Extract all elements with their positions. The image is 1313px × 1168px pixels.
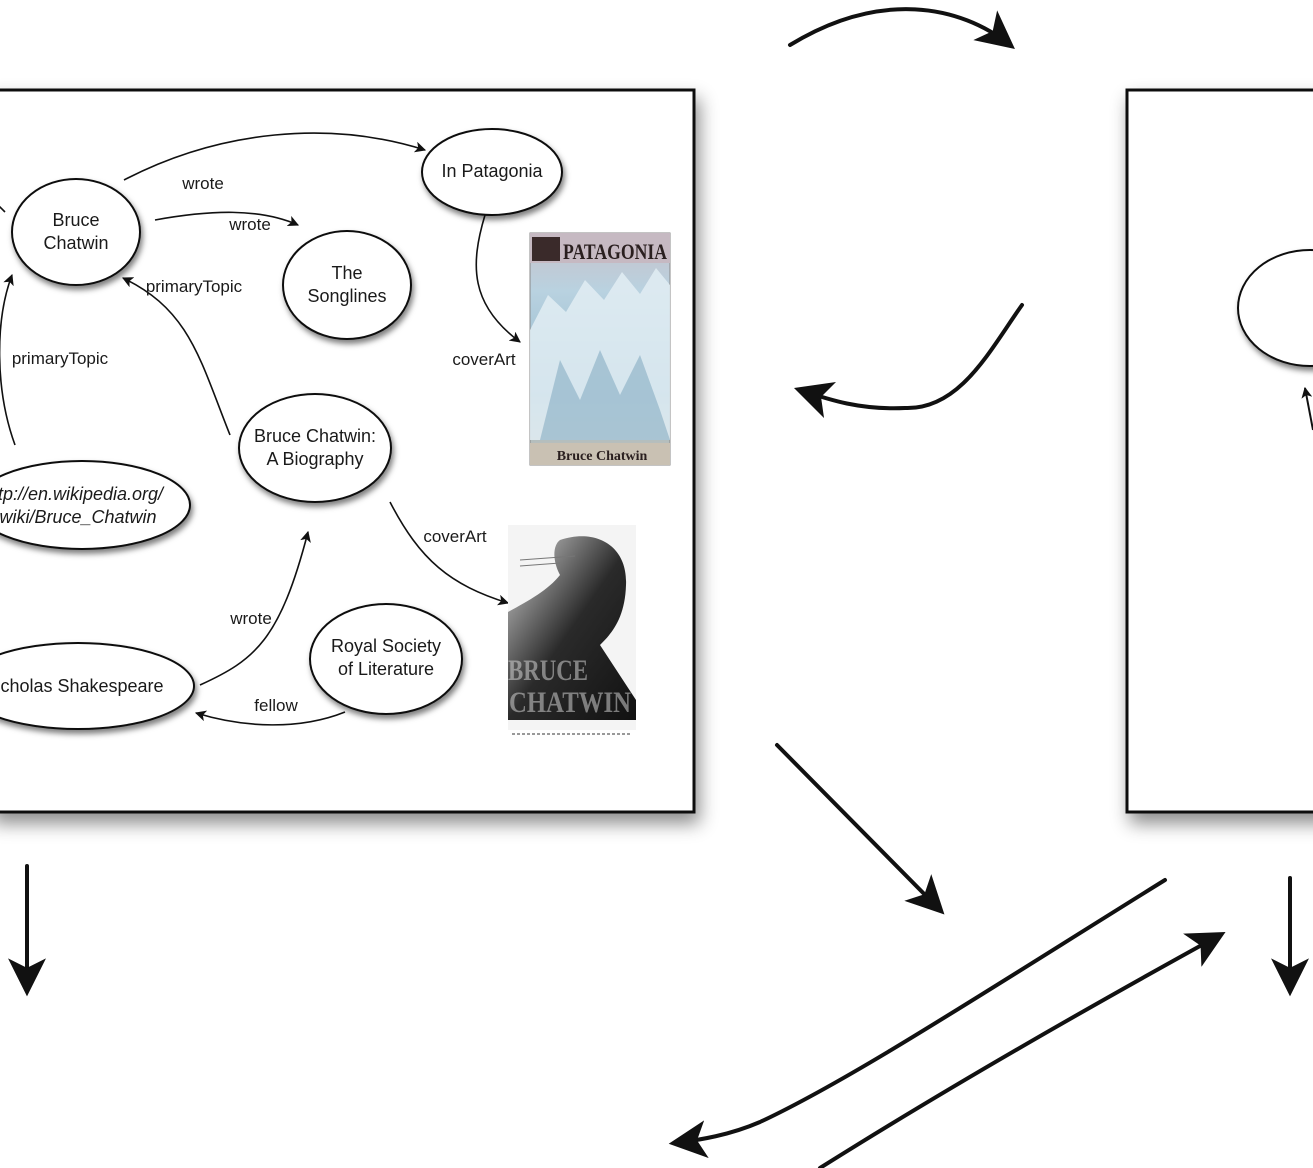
- node-wikipedia-url-line2: wiki/Bruce_Chatwin: [0, 507, 157, 527]
- node-in-patagonia: In Patagonia: [421, 128, 563, 216]
- label-primary-topic-biography: primaryTopic: [146, 277, 243, 296]
- arrow-long-up-right: [818, 931, 1226, 1168]
- edge-left-outgoing: [0, 205, 6, 213]
- node-the-songlines-line1: The: [331, 263, 362, 283]
- biography-cover-title-line1: BRUCE: [508, 654, 588, 687]
- node-wikipedia-url: ttp://en.wikipedia.org/ wiki/Bruce_Chatw…: [0, 460, 191, 550]
- edge-cover-art-biography: [389, 501, 510, 606]
- label-wrote-patagonia: wrote: [181, 174, 224, 193]
- arrow-top-curve: [788, 7, 1015, 49]
- node-wikipedia-url-line1: ttp://en.wikipedia.org/: [0, 484, 165, 504]
- patagonia-cover-image: PATAGONIA Bruce Chatwin: [529, 232, 671, 466]
- right-panel-node: [1237, 249, 1313, 367]
- node-biography-line1: Bruce Chatwin:: [254, 426, 376, 446]
- graph-nodes: Bruce Chatwin In Patagonia The Songlines…: [0, 128, 563, 730]
- node-royal-society: Royal Society of Literature: [309, 603, 463, 715]
- label-wrote-songlines: wrote: [228, 215, 271, 234]
- right-panel-frame: [1125, 88, 1313, 814]
- node-bruce-chatwin: Bruce Chatwin: [11, 178, 141, 286]
- edge-primary-topic-biography: [122, 277, 231, 436]
- label-cover-art-patagonia: coverArt: [452, 350, 516, 369]
- arrow-middle-curve: [793, 303, 1024, 419]
- node-nicholas-shakespeare: licholas Shakespeare: [0, 642, 195, 730]
- label-fellow: fellow: [254, 696, 298, 715]
- edge-wrote-songlines: [154, 211, 300, 226]
- right-panel-edge: [1301, 386, 1313, 431]
- edge-labels: wrote wrote primaryTopic primaryTopic co…: [12, 174, 516, 715]
- arrow-long-down-left: [668, 878, 1167, 1159]
- node-the-songlines: The Songlines: [282, 230, 412, 340]
- node-biography-line2: A Biography: [266, 449, 363, 469]
- node-bruce-chatwin-line2: Chatwin: [43, 233, 108, 253]
- biography-cover-image: BRUCE CHATWIN: [508, 525, 636, 735]
- node-in-patagonia-label: In Patagonia: [441, 161, 543, 181]
- arrow-diagonal-down: [775, 743, 945, 915]
- left-panel: wrote wrote primaryTopic primaryTopic co…: [0, 88, 696, 814]
- node-the-songlines-line2: Songlines: [307, 286, 386, 306]
- outer-arrows: [8, 7, 1309, 1168]
- edge-fellow: [194, 710, 346, 726]
- label-primary-topic-wikipedia: primaryTopic: [12, 349, 109, 368]
- edge-cover-art-patagonia: [475, 214, 521, 343]
- node-bruce-chatwin-line1: Bruce: [52, 210, 99, 230]
- edge-wrote-patagonia: [123, 132, 427, 181]
- node-royal-society-line2: of Literature: [338, 659, 434, 679]
- label-wrote-biography: wrote: [229, 609, 272, 628]
- node-nicholas-shakespeare-label: licholas Shakespeare: [0, 676, 164, 696]
- patagonia-cover-title: PATAGONIA: [563, 239, 667, 264]
- edge-primary-topic-wikipedia: [0, 273, 16, 446]
- edge-wrote-biography: [199, 530, 311, 686]
- node-biography: Bruce Chatwin: A Biography: [238, 393, 392, 503]
- patagonia-cover-author: Bruce Chatwin: [557, 449, 648, 464]
- biography-cover-title-line2: CHATWIN: [509, 686, 631, 719]
- node-royal-society-line1: Royal Society: [331, 636, 441, 656]
- graph-edges: [0, 132, 521, 726]
- right-panel: [1125, 88, 1313, 814]
- label-cover-art-biography: coverArt: [423, 527, 487, 546]
